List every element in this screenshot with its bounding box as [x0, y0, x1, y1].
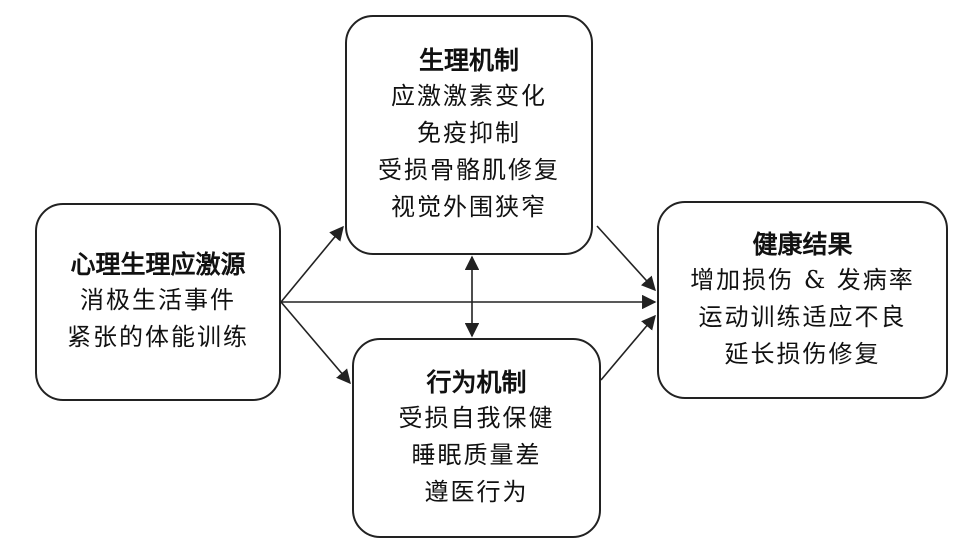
- health-outcome-item: 运动训练适应不良: [698, 302, 907, 331]
- health-outcome-item: 增加损伤 & 发病率: [690, 265, 915, 294]
- physiological-mechanism-title: 生理机制: [418, 46, 519, 75]
- physiological-mechanism-item: 受损骨骼肌修复: [378, 156, 560, 184]
- edge-behavioral-to-outcome: [600, 314, 656, 381]
- health-outcome-title: 健康结果: [752, 229, 853, 259]
- physiological-mechanism-item: 视觉外围狭窄: [391, 193, 547, 221]
- health-outcome-node: 健康结果 增加损伤 & 发病率 运动训练适应不良 延长损伤修复: [657, 201, 948, 399]
- edge-source-to-behavioral: [280, 301, 351, 385]
- behavioral-mechanism-node: 行为机制 受损自我保健 睡眠质量差 遵医行为: [352, 338, 601, 538]
- behavioral-mechanism-item: 受损自我保健: [398, 403, 555, 432]
- health-outcome-item: 延长损伤修复: [724, 339, 881, 368]
- behavioral-mechanism-item: 遵医行为: [424, 477, 529, 506]
- behavioral-mechanism-title: 行为机制: [426, 367, 527, 397]
- physiological-mechanism-item: 免疫抑制: [417, 119, 521, 147]
- physiological-mechanism-item: 应激激素变化: [391, 82, 547, 110]
- edge-physiological-to-outcome: [596, 225, 656, 292]
- stressor-node: 心理生理应激源 消极生活事件 紧张的体能训练: [35, 203, 281, 401]
- stressor-title: 心理生理应激源: [70, 250, 246, 279]
- physiological-mechanism-node: 生理机制 应激激素变化 免疫抑制 受损骨骼肌修复 视觉外围狭窄: [345, 15, 593, 255]
- stressor-item: 消极生活事件: [80, 286, 236, 314]
- behavioral-mechanism-item: 睡眠质量差: [411, 440, 542, 469]
- stressor-item: 紧张的体能训练: [67, 323, 249, 351]
- edge-source-to-physiological: [280, 225, 344, 303]
